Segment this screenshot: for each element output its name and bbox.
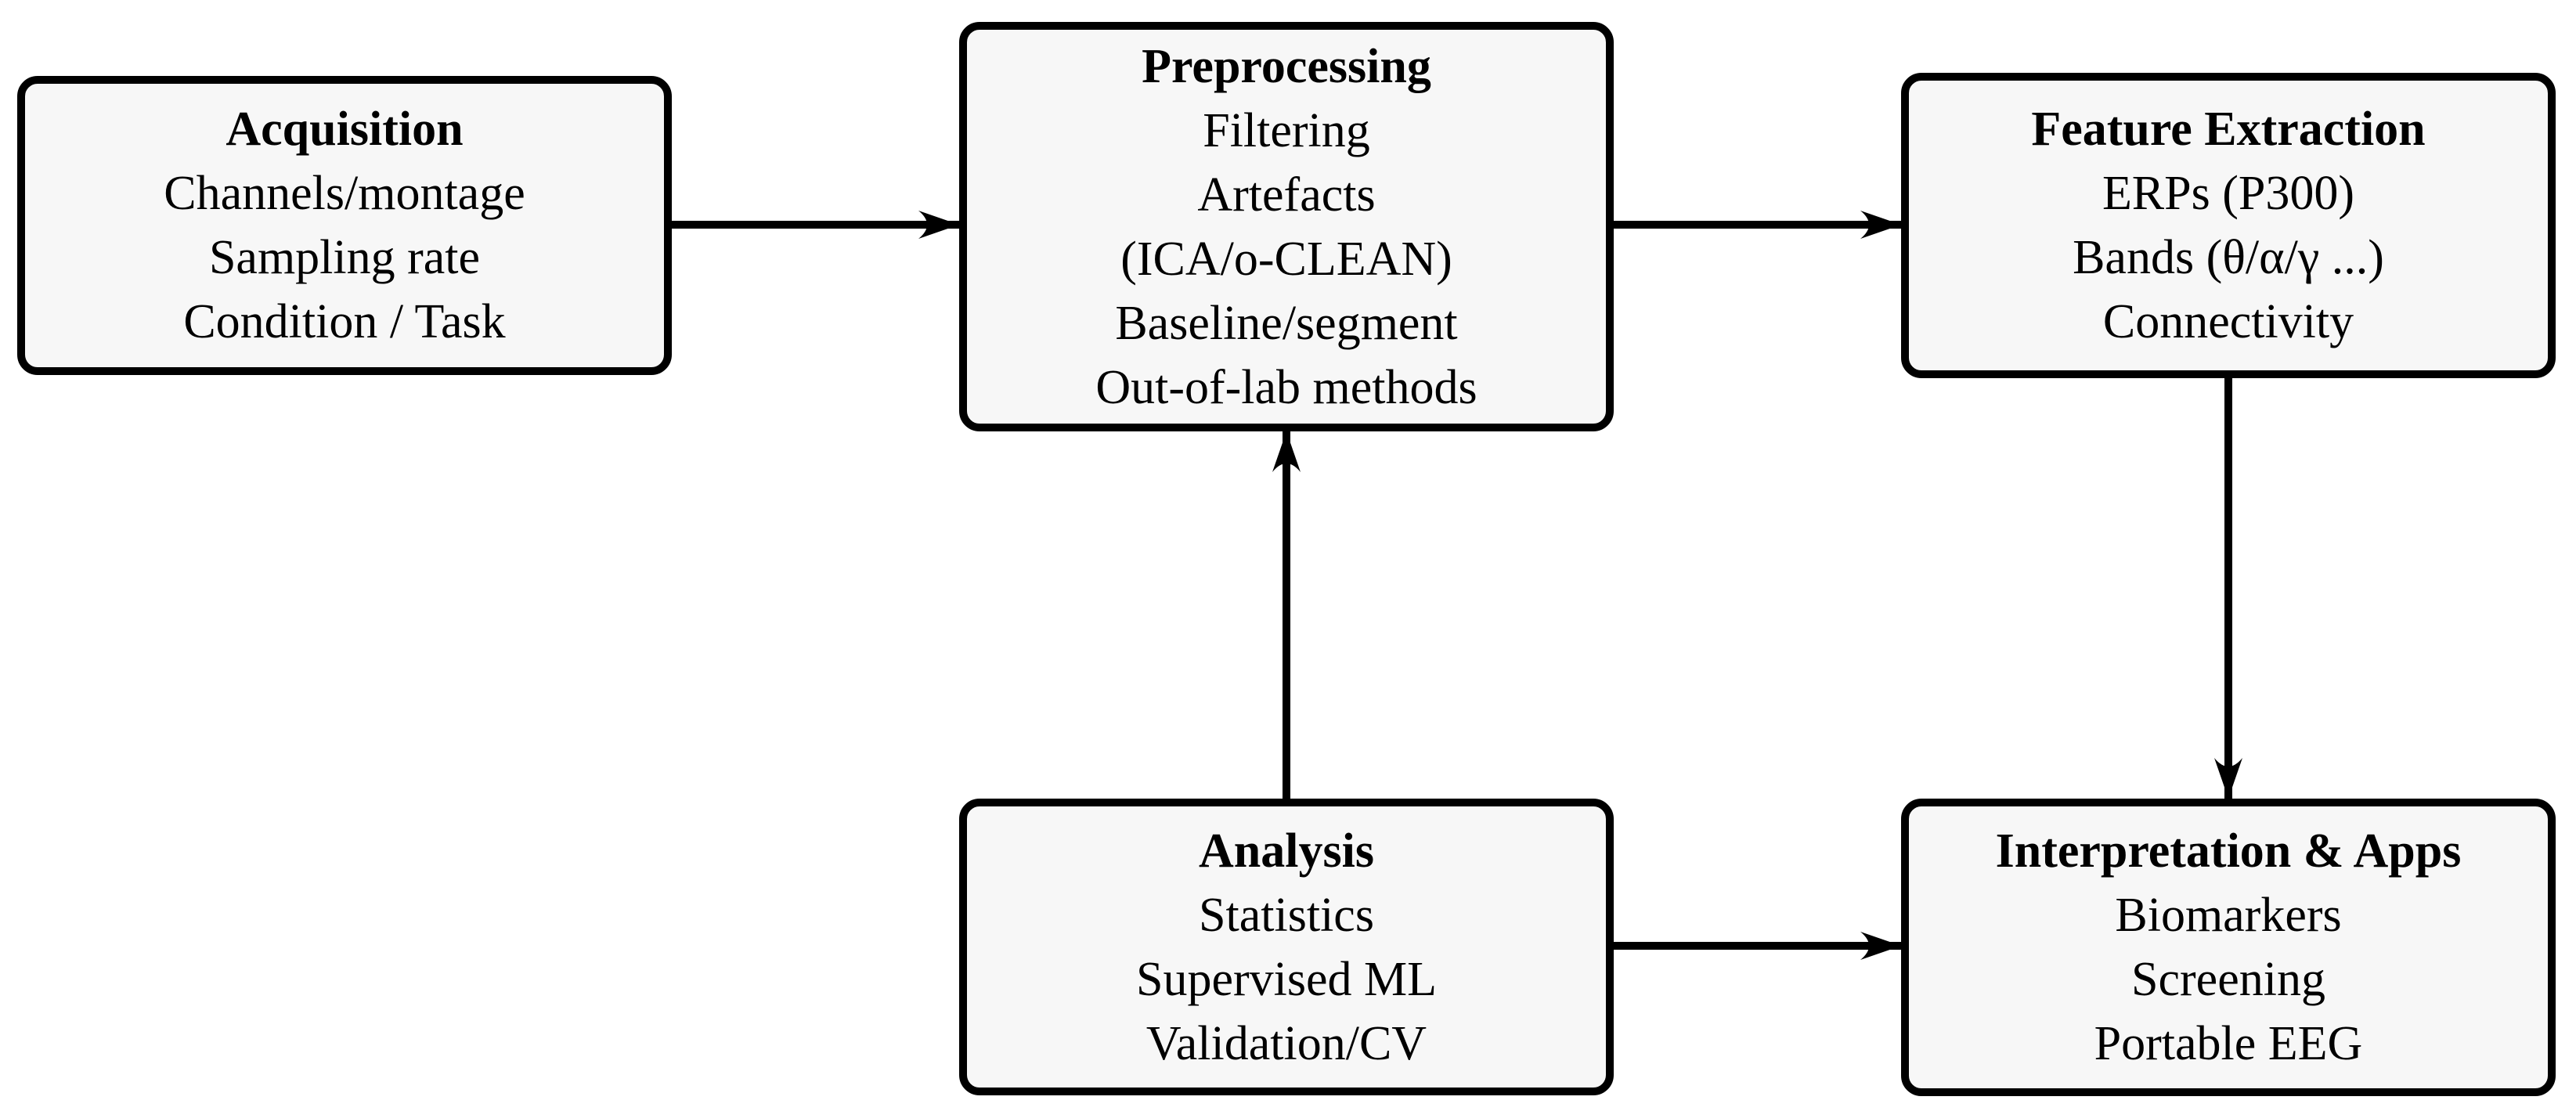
box-feature-extraction-title: Feature Extraction xyxy=(2031,103,2426,156)
box-analysis-title: Analysis xyxy=(1199,824,1374,878)
box-analysis-line: Statistics xyxy=(1199,888,1374,942)
box-analysis: Analysis Statistics Supervised ML Valida… xyxy=(959,799,1614,1095)
box-analysis-line: Validation/CV xyxy=(1145,1016,1427,1070)
box-analysis-line: Supervised ML xyxy=(1135,952,1438,1006)
box-preprocessing-line: Out-of-lab methods xyxy=(1095,360,1477,414)
box-feature-extraction: Feature Extraction ERPs (P300) Bands (θ/… xyxy=(1901,73,2556,378)
box-preprocessing-line: Artefacts xyxy=(1197,168,1376,222)
box-preprocessing: Preprocessing Filtering Artefacts (ICA/o… xyxy=(959,22,1614,431)
box-preprocessing-title: Preprocessing xyxy=(1142,39,1431,93)
box-preprocessing-line: (ICA/o-CLEAN) xyxy=(1120,232,1452,286)
box-interpretation-apps: Interpretation & Apps Biomarkers Screeni… xyxy=(1901,799,2556,1096)
box-feature-extraction-line: Connectivity xyxy=(2102,295,2354,348)
box-acquisition-line: Condition / Task xyxy=(183,295,506,348)
box-interpretation-apps-line: Portable EEG xyxy=(2094,1017,2363,1070)
box-acquisition: Acquisition Channels/montage Sampling ra… xyxy=(17,76,672,375)
box-preprocessing-line: Filtering xyxy=(1203,103,1370,157)
box-feature-extraction-line: Bands (θ/α/γ ...) xyxy=(2073,231,2384,284)
box-acquisition-line: Sampling rate xyxy=(208,231,481,284)
box-interpretation-apps-title: Interpretation & Apps xyxy=(1995,824,2462,878)
box-preprocessing-line: Baseline/segment xyxy=(1115,296,1458,350)
box-acquisition-title: Acquisition xyxy=(225,103,464,156)
box-interpretation-apps-line: Biomarkers xyxy=(2115,889,2342,942)
box-feature-extraction-line: ERPs (P300) xyxy=(2102,167,2355,220)
box-interpretation-apps-line: Screening xyxy=(2131,953,2325,1006)
box-acquisition-line: Channels/montage xyxy=(164,167,525,220)
